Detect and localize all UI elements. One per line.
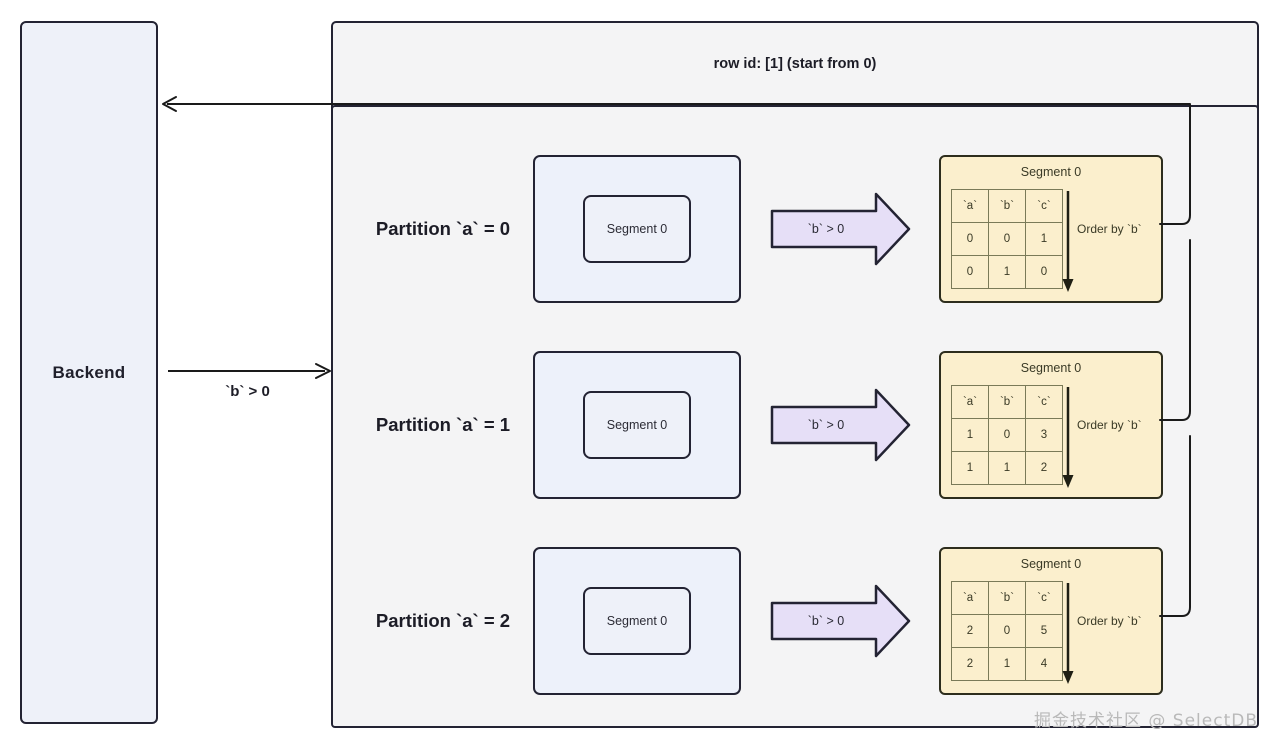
table-cell: 0 (1025, 255, 1063, 289)
table-cell: 0 (988, 222, 1026, 256)
table-cell: 2 (1025, 451, 1063, 485)
table-row: 2 1 4 (951, 647, 1063, 681)
segment-data-card: Segment 0 `a` `b` `c` 0 0 (939, 155, 1163, 303)
order-by-label: Order by `b` (1077, 614, 1142, 628)
partition-row: Partition `a` = 1 Segment 0 `b` > 0 Segm… (333, 327, 1257, 523)
table-cell: 1 (951, 451, 989, 485)
segment-card-title: Segment 0 (1020, 557, 1082, 571)
table-cell: 3 (1025, 418, 1063, 452)
table-header-row: `a` `b` `c` (951, 189, 1063, 223)
partition-row: Partition `a` = 0 Segment 0 `b` > 0 Segm… (333, 131, 1257, 327)
table-cell: 0 (988, 614, 1026, 648)
segment-container: Segment 0 (533, 547, 741, 695)
segment-inner-box: Segment 0 (583, 587, 691, 655)
block-arrow-shape (770, 192, 911, 266)
column-header: `b` (988, 189, 1026, 223)
block-arrow-shape (770, 388, 911, 462)
partition-label: Partition `a` = 1 (375, 414, 511, 435)
request-arrow-label: `b` > 0 (225, 383, 270, 400)
table-cell: 2 (951, 614, 989, 648)
block-arrow-shape (770, 584, 911, 658)
backend-label: Backend (52, 362, 126, 382)
segment-card-title: Segment 0 (1020, 361, 1082, 375)
table-cell: 1 (988, 647, 1026, 681)
segment-data-card: Segment 0 `a` `b` `c` 2 0 (939, 547, 1163, 695)
segment-inner-box: Segment 0 (583, 195, 691, 263)
table-cell: 1 (951, 418, 989, 452)
filter-arrow: `b` > 0 (770, 583, 911, 659)
segment-table: `a` `b` `c` 2 0 5 (951, 581, 1063, 681)
table-row: 1 1 2 (951, 451, 1063, 485)
segment-card-title: Segment 0 (1020, 165, 1082, 179)
table-row: 0 1 0 (951, 255, 1063, 289)
table-cell: 2 (951, 647, 989, 681)
table-cell: 5 (1025, 614, 1063, 648)
table-cell: 1 (988, 451, 1026, 485)
segment-data-card: Segment 0 `a` `b` `c` 1 0 (939, 351, 1163, 499)
backend-box: Backend (20, 21, 158, 724)
order-by-arrow-icon (1062, 191, 1074, 292)
request-arrow (168, 363, 331, 379)
column-header: `b` (988, 581, 1026, 615)
watermark: 掘金技术社区 @ SelectDB (1033, 711, 1258, 731)
column-header: `c` (1025, 581, 1063, 615)
order-by-arrow-icon (1062, 387, 1074, 488)
order-by-label: Order by `b` (1077, 418, 1142, 432)
table-row: 1 0 3 (951, 418, 1063, 452)
column-header: `a` (951, 385, 989, 419)
order-by-arrow-icon (1062, 583, 1074, 684)
segment-container: Segment 0 (533, 155, 741, 303)
table-cell: 1 (1025, 222, 1063, 256)
table-cell: 0 (988, 418, 1026, 452)
table-row: 2 0 5 (951, 614, 1063, 648)
outer-frame: row id: [1] (start from 0) Partition `a`… (331, 21, 1259, 728)
filter-arrow: `b` > 0 (770, 191, 911, 267)
segment-inner-box: Segment 0 (583, 391, 691, 459)
column-header: `a` (951, 581, 989, 615)
table-cell: 0 (951, 222, 989, 256)
table-cell: 0 (951, 255, 989, 289)
table-cell: 1 (988, 255, 1026, 289)
order-by-label: Order by `b` (1077, 222, 1142, 236)
table-header-row: `a` `b` `c` (951, 581, 1063, 615)
partition-label: Partition `a` = 0 (375, 218, 511, 239)
frame-title: row id: [1] (start from 0) (713, 56, 877, 72)
inner-frame: Partition `a` = 0 Segment 0 `b` > 0 Segm… (331, 105, 1259, 728)
segment-table: `a` `b` `c` 1 0 3 (951, 385, 1063, 485)
column-header: `a` (951, 189, 989, 223)
partition-row: Partition `a` = 2 Segment 0 `b` > 0 Segm… (333, 523, 1257, 719)
table-header-row: `a` `b` `c` (951, 385, 1063, 419)
column-header: `c` (1025, 385, 1063, 419)
segment-container: Segment 0 (533, 351, 741, 499)
filter-arrow: `b` > 0 (770, 387, 911, 463)
segment-table: `a` `b` `c` 0 0 1 (951, 189, 1063, 289)
column-header: `c` (1025, 189, 1063, 223)
table-cell: 4 (1025, 647, 1063, 681)
partition-label: Partition `a` = 2 (375, 610, 511, 631)
column-header: `b` (988, 385, 1026, 419)
table-row: 0 0 1 (951, 222, 1063, 256)
